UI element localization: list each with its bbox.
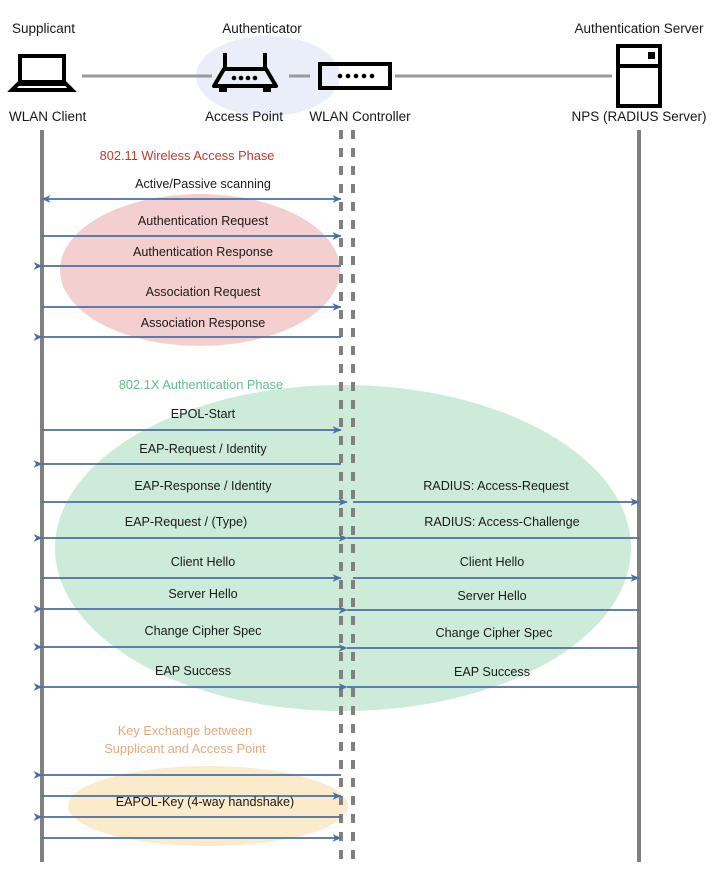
access-point-icon <box>212 53 278 92</box>
message-label-authentication-request: Authentication Request <box>138 214 269 228</box>
message-label-change-cipher-spec-left: Change Cipher Spec <box>145 624 262 638</box>
message-label-authentication-response: Authentication Response <box>133 245 273 259</box>
message-label-radius-access-request: RADIUS: Access-Request <box>423 479 569 493</box>
server-icon <box>616 44 662 108</box>
message-label-change-cipher-spec-right: Change Cipher Spec <box>436 626 553 640</box>
phase-label-key-exchange-line1: Key Exchange between <box>118 723 252 738</box>
phase-80211-ellipse <box>60 194 340 346</box>
message-label-active-passive-scanning: Active/Passive scanning <box>135 177 271 191</box>
phase-key-ellipse <box>68 766 348 846</box>
message-label-eap-success-left: EAP Success <box>155 664 231 678</box>
message-label-client-hello-left: Client Hello <box>171 555 235 569</box>
message-label-association-request: Association Request <box>146 285 261 299</box>
message-label-eapol-key: EAPOL-Key (4-way handshake) <box>116 795 295 809</box>
message-label-epol-start: EPOL-Start <box>171 407 236 421</box>
message-label-server-hello-left: Server Hello <box>168 587 237 601</box>
phase-label-8021x: 802.1X Authentication Phase <box>119 377 283 392</box>
actor-device-wlan-client: WLAN Client <box>9 109 87 124</box>
message-label-association-response: Association Response <box>141 316 266 330</box>
actor-device-wlan-controller: WLAN Controller <box>309 109 411 124</box>
message-label-radius-access-challenge: RADIUS: Access-Challenge <box>424 515 579 529</box>
message-label-eap-success-right: EAP Success <box>454 665 530 679</box>
actor-role-authenticator: Authenticator <box>222 21 302 36</box>
wlan-controller-icon <box>318 62 392 90</box>
actor-device-nps: NPS (RADIUS Server) <box>571 109 706 124</box>
actor-role-auth-server: Authentication Server <box>574 21 704 36</box>
message-label-server-hello-right: Server Hello <box>457 589 526 603</box>
laptop-icon <box>7 54 77 92</box>
message-label-eap-response-identity: EAP-Response / Identity <box>134 479 272 493</box>
phase-label-key-exchange-line2: Supplicant and Access Point <box>104 741 266 756</box>
actor-role-supplicant: Supplicant <box>12 21 75 36</box>
message-label-client-hello-right: Client Hello <box>460 555 524 569</box>
message-label-eap-request-identity: EAP-Request / Identity <box>139 442 267 456</box>
phase-label-80211: 802.11 Wireless Access Phase <box>100 148 275 163</box>
message-label-eap-request-type: EAP-Request / (Type) <box>125 515 248 529</box>
actor-device-access-point: Access Point <box>205 109 283 124</box>
